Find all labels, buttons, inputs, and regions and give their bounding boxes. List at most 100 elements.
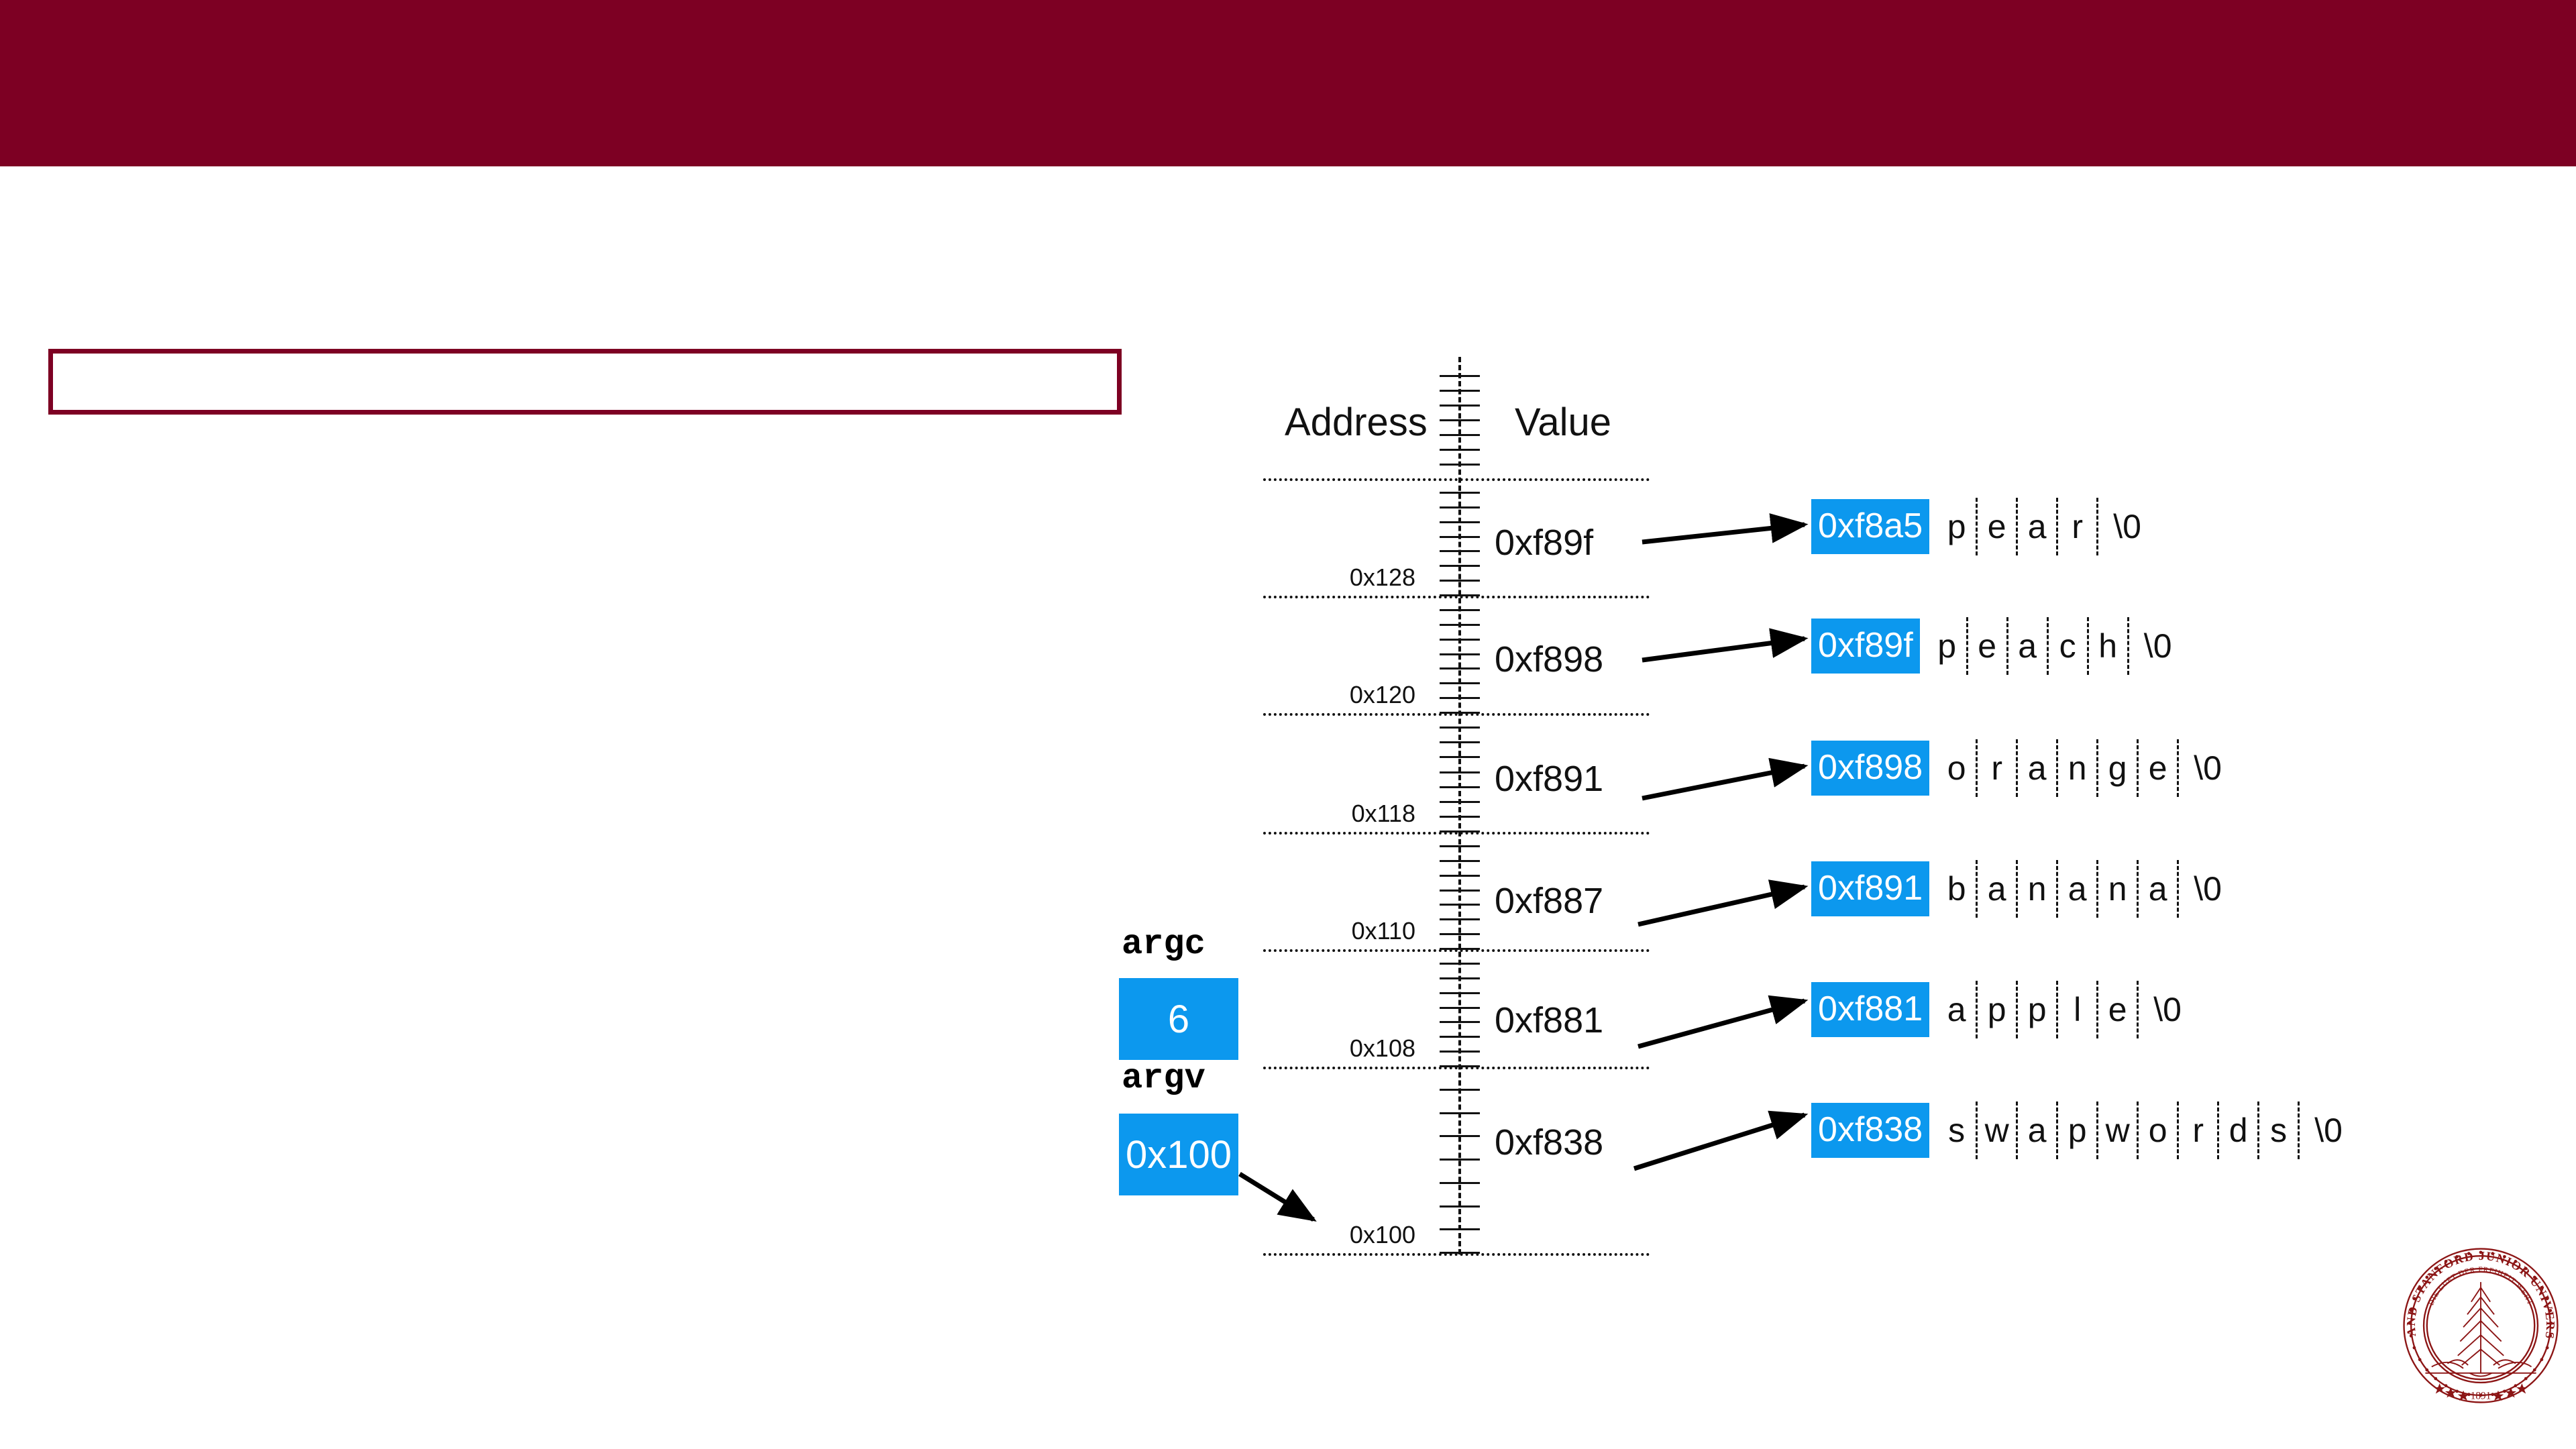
tick-mark	[1440, 1112, 1480, 1114]
string-char-cell: w	[1978, 1102, 2019, 1159]
tick-mark	[1440, 565, 1480, 567]
tick-mark	[1440, 434, 1480, 436]
tick-mark	[1440, 756, 1480, 758]
tick-mark	[1440, 1135, 1480, 1137]
variable-box-argc[interactable]: 6	[1119, 978, 1238, 1060]
string-char-cell: \0	[2153, 991, 2182, 1028]
string-char-cell: a	[2018, 739, 2059, 797]
string-address-badge[interactable]: 0xf838	[1811, 1103, 1930, 1158]
address-label: 0x100	[1349, 1221, 1415, 1248]
tick-mark	[1440, 830, 1480, 833]
string-address-badge[interactable]: 0xf898	[1811, 741, 1930, 796]
tick-mark	[1440, 667, 1480, 669]
tick-mark	[1440, 594, 1480, 596]
tick-mark	[1440, 1228, 1480, 1230]
tick-mark	[1440, 771, 1480, 773]
tick-mark	[1440, 786, 1480, 788]
string-address-badge[interactable]: 0xf881	[1811, 982, 1930, 1037]
address-label: 0x118	[1351, 800, 1415, 827]
column-header-address: Address	[1285, 400, 1428, 444]
string-char-cell: \0	[2143, 627, 2172, 665]
tick-mark	[1440, 1051, 1480, 1053]
string-char-cell: s	[1937, 1102, 1978, 1159]
tick-mark	[1440, 933, 1480, 935]
string-char-cell: p	[1978, 981, 2019, 1038]
variable-label-argv: argv	[1122, 1059, 1205, 1098]
address-label: 0x120	[1349, 681, 1415, 708]
tick-mark	[1440, 918, 1480, 920]
string-char-cell: c	[2049, 617, 2089, 675]
string-char-cell: g	[2098, 739, 2139, 797]
tick-mark	[1440, 977, 1480, 979]
string-char-cell: e	[1978, 498, 2019, 555]
tick-mark	[1440, 712, 1480, 714]
tick-mark	[1440, 390, 1480, 392]
tick-mark	[1440, 1021, 1480, 1023]
string-address-badge[interactable]: 0xf8a5	[1811, 499, 1930, 554]
value-label: 0xf881	[1495, 1000, 1604, 1040]
tick-mark	[1440, 624, 1480, 626]
variable-box-argv[interactable]: 0x100	[1119, 1114, 1238, 1195]
string-char-cell: o	[1937, 739, 1978, 797]
string-char-cell: a	[1978, 860, 2019, 918]
column-divider-dashed-line	[1458, 357, 1461, 1254]
title-placeholder-box[interactable]	[48, 349, 1122, 415]
tick-mark	[1440, 449, 1480, 451]
tick-mark	[1440, 419, 1480, 421]
header-band	[0, 0, 2576, 166]
string-char-cell: a	[2058, 860, 2099, 918]
row-separator	[1263, 713, 1650, 716]
tick-mark	[1440, 741, 1480, 743]
row-separator	[1263, 1253, 1650, 1256]
tick-mark	[1440, 609, 1480, 611]
tick-mark	[1440, 1089, 1480, 1091]
string-char-cell: a	[2018, 1102, 2059, 1159]
tick-mark	[1440, 992, 1480, 994]
string-address-badge[interactable]: 0xf891	[1811, 861, 1930, 916]
tick-mark	[1440, 727, 1480, 729]
string-char-cell: s	[2259, 1102, 2300, 1159]
string-char-cell: n	[2018, 860, 2059, 918]
string-char-cell: e	[2139, 739, 2180, 797]
column-header-value: Value	[1515, 400, 1612, 444]
string-char-cell: o	[2139, 1102, 2180, 1159]
string-address-badge[interactable]: 0xf89f	[1811, 619, 1920, 674]
string-char-cell: \0	[2194, 870, 2222, 908]
value-label: 0xf891	[1495, 759, 1604, 799]
tick-mark	[1440, 580, 1480, 582]
string-char-cell: b	[1937, 860, 1978, 918]
row-separator	[1263, 478, 1650, 481]
string-char-cell: p	[2018, 981, 2059, 1038]
tick-mark	[1440, 1036, 1480, 1038]
tick-mark	[1440, 875, 1480, 877]
tick-mark	[1440, 963, 1480, 965]
address-label: 0x110	[1351, 917, 1415, 945]
string-char-cell: \0	[2113, 508, 2141, 545]
row-separator	[1263, 1067, 1650, 1069]
value-label: 0xf89f	[1495, 523, 1594, 563]
tick-mark	[1440, 639, 1480, 641]
tick-mark	[1440, 682, 1480, 684]
string-char-cell: e	[2098, 981, 2139, 1038]
row-separator	[1263, 949, 1650, 952]
tick-mark	[1440, 697, 1480, 699]
tick-mark	[1440, 1065, 1480, 1067]
seal-year-text: 1891	[2471, 1391, 2491, 1402]
stanford-seal-icon: LELAND STANFORD JUNIOR UNIVERSITY DIE LU…	[2402, 1246, 2559, 1403]
tick-mark	[1440, 904, 1480, 906]
string-char-cell: d	[2219, 1102, 2260, 1159]
address-label: 0x128	[1349, 564, 1415, 591]
string-char-cell: a	[2018, 498, 2059, 555]
tick-mark	[1440, 653, 1480, 655]
value-label: 0xf887	[1495, 881, 1604, 921]
row-separator	[1263, 832, 1650, 835]
tick-mark	[1440, 948, 1480, 950]
string-char-cell: a	[2139, 860, 2180, 918]
